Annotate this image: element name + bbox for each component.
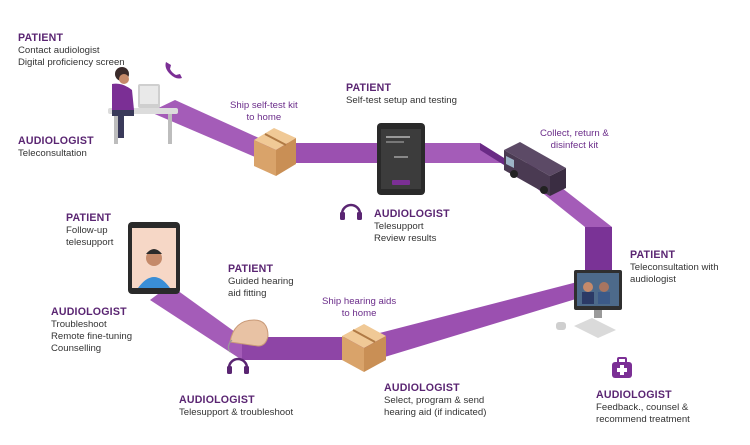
step-self-test: PATIENT Self-test setup and testing <box>346 81 457 107</box>
step-line: Feedback., counsel & <box>596 402 689 413</box>
ship-line: to home <box>341 308 377 319</box>
desktop-teleconsultation <box>556 270 622 338</box>
role-label: AUDIOLOGIST <box>596 389 672 401</box>
step-teleconsultation: AUDIOLOGIST Teleconsultation <box>18 134 94 160</box>
role-label: AUDIOLOGIST <box>384 382 460 394</box>
step-line: aid fitting <box>228 288 267 299</box>
step-line: Guided hearing <box>228 276 294 287</box>
step-line: Teleconsultation <box>18 148 87 159</box>
step-line: recommend treatment <box>596 414 690 425</box>
step-contact-audiologist: PATIENT Contact audiologist Digital prof… <box>18 31 125 69</box>
step-line: Review results <box>374 233 437 244</box>
ribbon-seg-desk-to-kit <box>150 100 270 160</box>
role-label: PATIENT <box>630 249 676 261</box>
ribbon-seg-kit-to-tablet <box>262 143 400 163</box>
hearing-aid-icon <box>227 319 269 353</box>
role-label: PATIENT <box>346 82 392 94</box>
ship-self-test-kit-label: Ship self-test kit to home <box>230 100 298 124</box>
step-line: telesupport <box>66 237 114 248</box>
step-line: Follow-up <box>66 225 108 236</box>
role-label: PATIENT <box>18 32 64 44</box>
ship-line: Collect, return & <box>540 128 609 139</box>
role-label: PATIENT <box>66 212 112 224</box>
step-telesupport-review: AUDIOLOGIST Telesupport Review results <box>374 207 450 245</box>
self-test-kit-box <box>254 128 296 176</box>
step-line: Remote fine-tuning <box>51 331 133 342</box>
self-test-tablet <box>377 123 425 195</box>
step-teleconsultation-with-audiologist: PATIENT Teleconsultation with audiologis… <box>630 248 719 286</box>
step-line: Troubleshoot <box>51 319 107 330</box>
step-select-program-send: AUDIOLOGIST Select, program & send heari… <box>384 381 486 419</box>
step-guided-fitting: PATIENT Guided hearing aid fitting <box>228 262 294 300</box>
step-line: Telesupport <box>374 221 424 232</box>
step-feedback-counsel: AUDIOLOGIST Feedback., counsel & recomme… <box>596 388 690 426</box>
ship-line: disinfect kit <box>550 140 599 151</box>
step-line: Select, program & send <box>384 395 485 406</box>
role-label: AUDIOLOGIST <box>51 306 127 318</box>
headset-icon-bottom <box>227 357 249 374</box>
ship-line: to home <box>246 112 282 123</box>
medical-kit-icon <box>612 357 632 378</box>
hearing-aid-box <box>342 324 386 372</box>
ship-line: Ship self-test kit <box>230 100 298 111</box>
collect-return-kit-label: Collect, return & disinfect kit <box>540 128 609 152</box>
delivery-van <box>504 142 566 196</box>
step-line: Self-test setup and testing <box>346 95 457 106</box>
step-telesupport-troubleshoot: AUDIOLOGIST Telesupport & troubleshoot <box>179 393 293 419</box>
step-line: Telesupport & troubleshoot <box>179 407 294 418</box>
step-line: Digital proficiency screen <box>18 57 125 68</box>
step-followup-telesupport: PATIENT Follow-up telesupport <box>66 211 113 249</box>
ribbon-seg-box-to-left <box>242 337 375 360</box>
ribbon-seg-right-to-box <box>360 280 612 360</box>
step-line: Teleconsultation with <box>630 262 719 273</box>
role-label: AUDIOLOGIST <box>374 208 450 220</box>
step-line: hearing aid (if indicated) <box>384 407 487 418</box>
desk-illustration <box>108 67 178 144</box>
ship-hearing-aids-label: Ship hearing aids to home <box>322 296 396 320</box>
step-line: Counselling <box>51 343 102 354</box>
role-label: AUDIOLOGIST <box>179 394 255 406</box>
followup-tablet <box>128 222 180 294</box>
step-troubleshoot-finetune: AUDIOLOGIST Troubleshoot Remote fine-tun… <box>51 305 132 355</box>
step-line: audiologist <box>630 274 676 285</box>
role-label: PATIENT <box>228 263 274 275</box>
role-label: AUDIOLOGIST <box>18 135 94 147</box>
ship-line: Ship hearing aids <box>322 296 397 307</box>
headset-icon <box>340 203 362 220</box>
phone-icon <box>165 62 182 79</box>
ribbon-seg-lower-diagonal <box>150 285 242 360</box>
step-line: Contact audiologist <box>18 45 100 56</box>
